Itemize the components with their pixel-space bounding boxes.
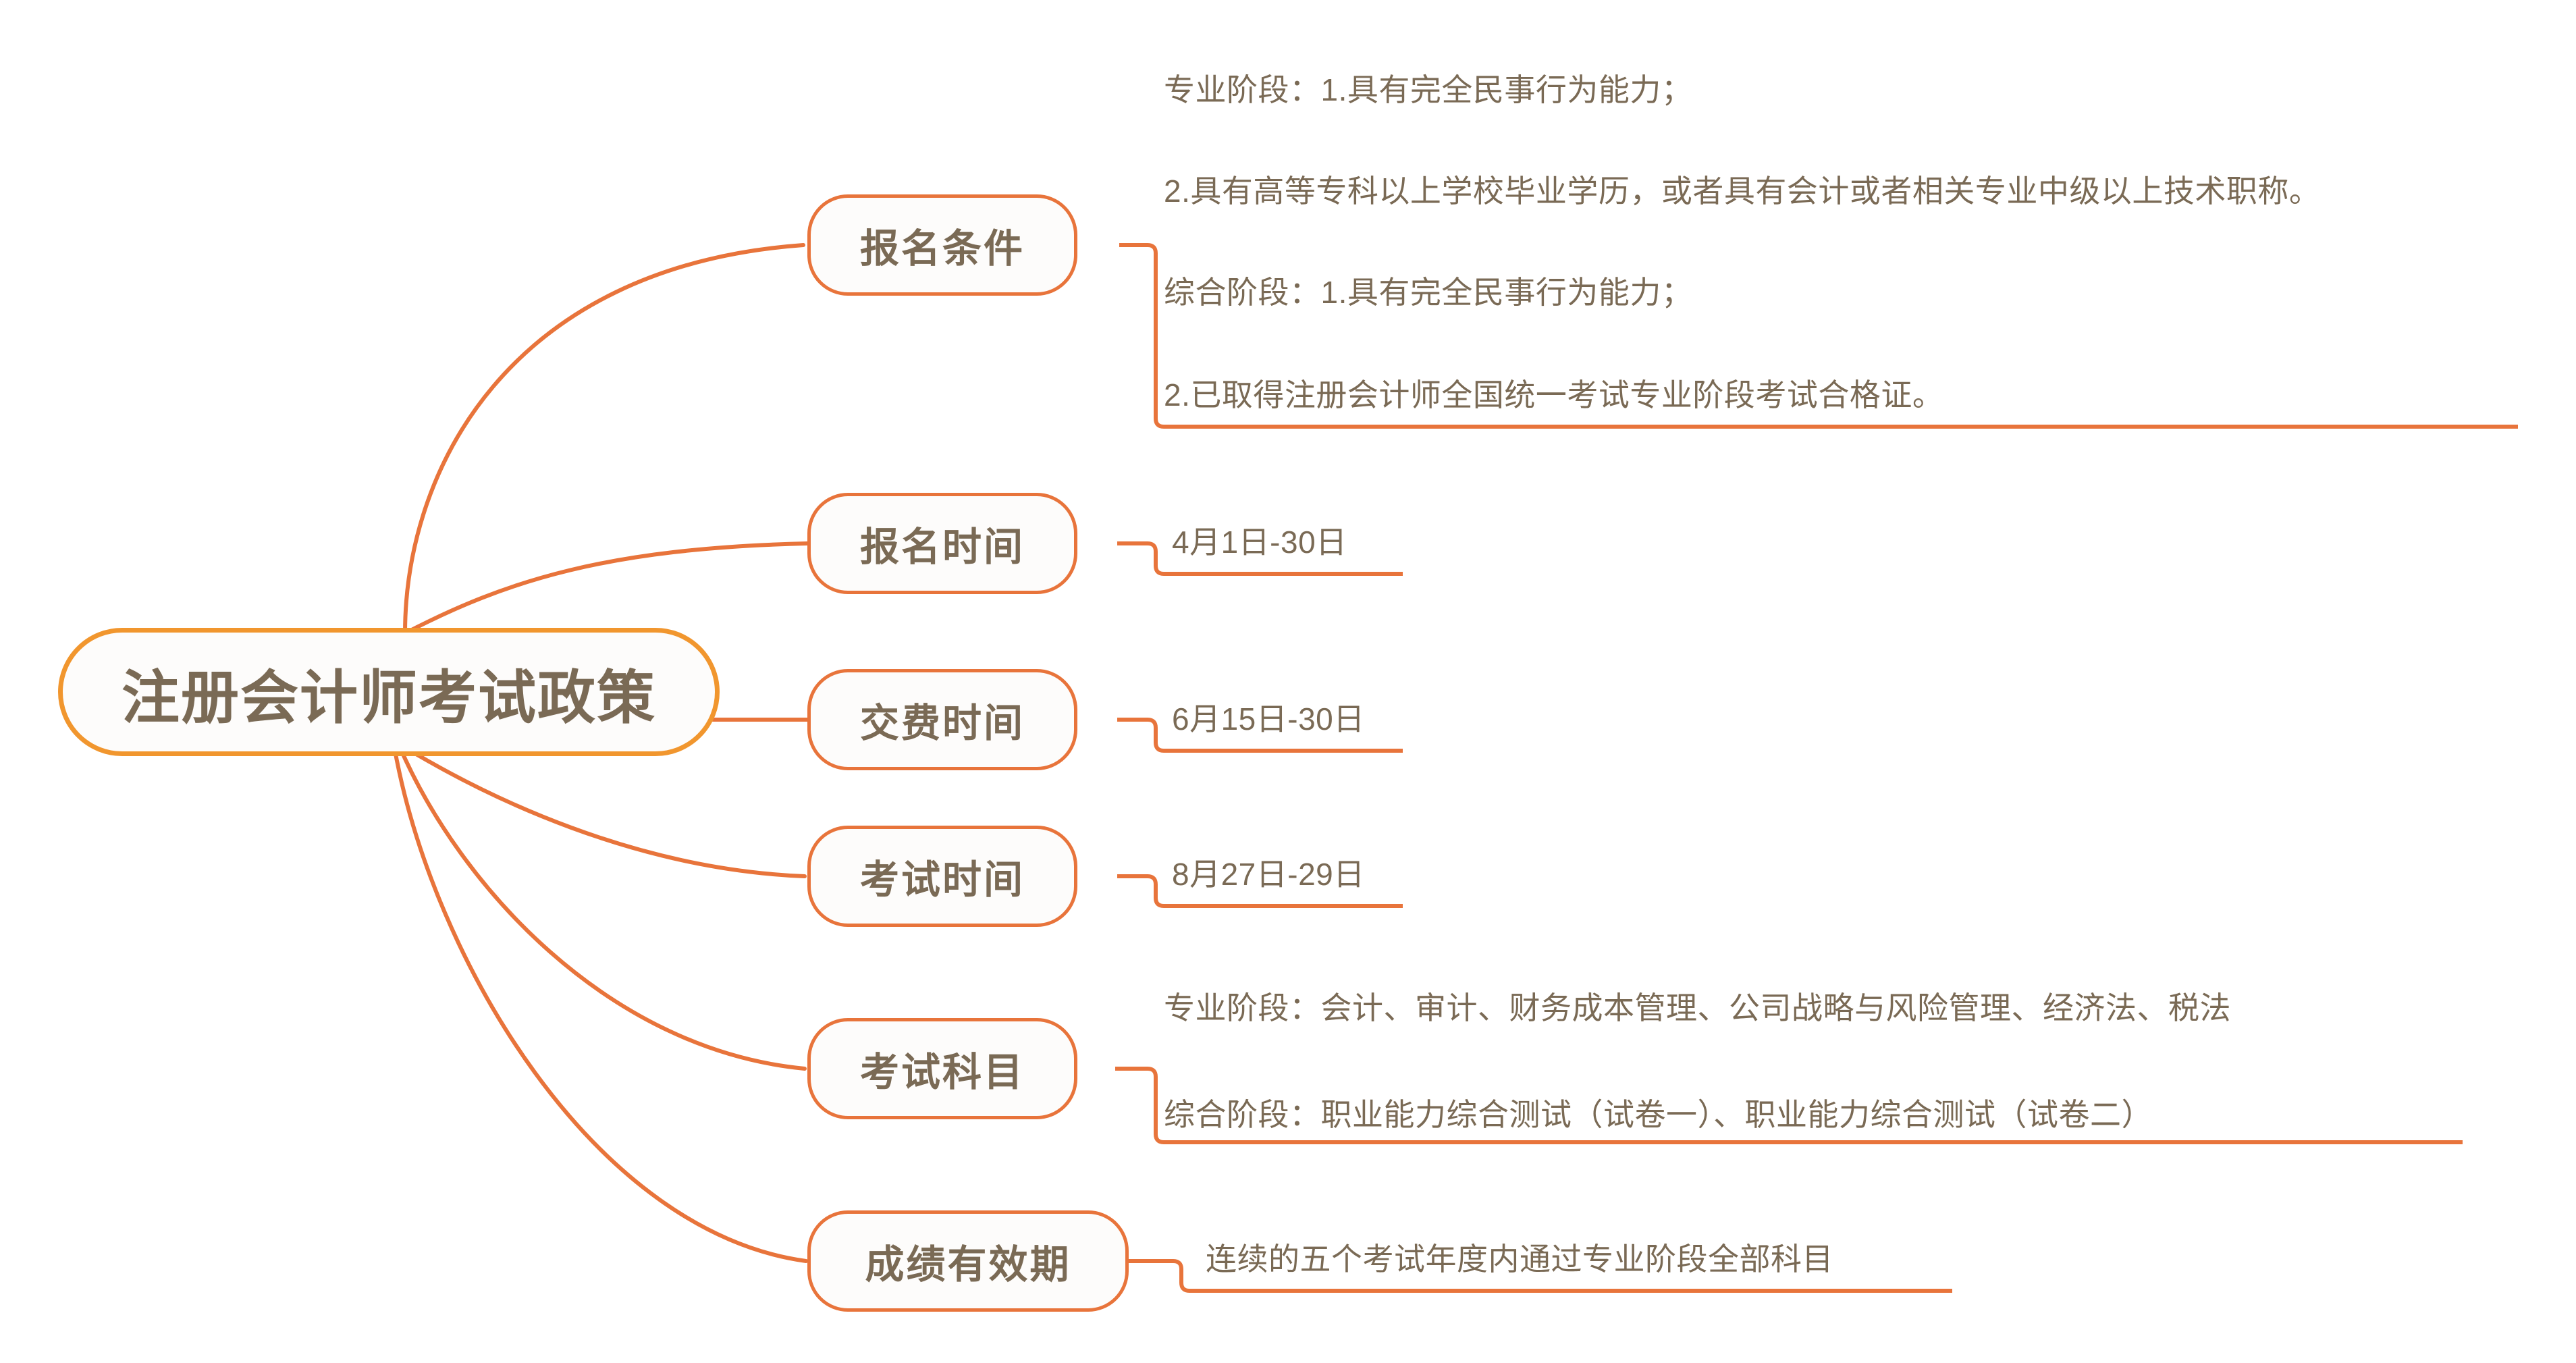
curve-to-kaoshi-shijian <box>402 745 807 878</box>
leaf-text-baoming-tiaojian-4: 2.已取得注册会计师全国统一考试专业阶段考试合格证。 <box>1164 377 1944 412</box>
branch-node-label: 报名条件 <box>859 227 1025 271</box>
branch-node-baoming-tiaojian[interactable]: 报名条件 <box>807 194 1077 296</box>
branch-node-chengji-youxiaoqi[interactable]: 成绩有效期 <box>807 1210 1129 1312</box>
leaf-text-kaoshi-kemu-2: 综合阶段：职业能力综合测试（试卷一）、职业能力综合测试（试卷二） <box>1164 1097 2153 1132</box>
branch-node-label: 交费时间 <box>859 701 1025 745</box>
elbow-kaoshi-kemu <box>1115 1067 2463 1144</box>
leaf-text-jiaofei-shijian-1: 6月15日-30日 <box>1172 701 1365 737</box>
leaf-text-chengji-youxiaoqi-1: 连续的五个考试年度内通过专业阶段全部科目 <box>1206 1241 1833 1277</box>
branch-node-label: 报名时间 <box>859 525 1025 569</box>
elbow-baoming-shijian <box>1117 541 1403 576</box>
branch-node-baoming-shijian[interactable]: 报名时间 <box>807 493 1077 594</box>
root-node-label: 注册会计师考试政策 <box>122 665 656 730</box>
branch-node-kaoshi-kemu[interactable]: 考试科目 <box>807 1018 1077 1119</box>
leaf-text-baoming-tiaojian-3: 综合阶段：1.具有完全民事行为能力； <box>1164 275 1693 310</box>
leaf-text-kaoshi-shijian-1: 8月27日-29日 <box>1172 857 1365 892</box>
elbow-chengji-youxiaoqi <box>1129 1259 1952 1293</box>
branch-node-jiaofei-shijian[interactable]: 交费时间 <box>807 669 1077 770</box>
branch-node-label: 考试时间 <box>859 858 1025 902</box>
branch-node-label: 考试科目 <box>859 1050 1025 1094</box>
elbow-baoming-tiaojian <box>1119 243 2518 429</box>
leaf-text-baoming-tiaojian-2: 2.具有高等专科以上学校毕业学历，或者具有会计或者相关专业中级以上技术职称。 <box>1164 173 2321 209</box>
curve-to-kaoshi-kemu <box>398 745 807 1071</box>
leaf-text-kaoshi-kemu-1: 专业阶段：会计、审计、财务成本管理、公司战略与风险管理、经济法、税法 <box>1164 990 2231 1025</box>
elbow-jiaofei-shijian <box>1117 718 1403 753</box>
leaf-text-baoming-shijian-1: 4月1日-30日 <box>1172 525 1347 560</box>
curve-to-baoming-shijian <box>403 541 809 635</box>
elbow-kaoshi-shijian <box>1117 874 1403 908</box>
curve-to-baoming-tiaojian <box>403 243 805 635</box>
curve-to-chengji-youxiaoqi <box>392 745 808 1263</box>
leaf-text-baoming-tiaojian-1: 专业阶段：1.具有完全民事行为能力； <box>1164 72 1693 107</box>
branch-node-kaoshi-shijian[interactable]: 考试时间 <box>807 826 1077 927</box>
root-node[interactable]: 注册会计师考试政策 <box>58 628 720 756</box>
branch-node-label: 成绩有效期 <box>865 1243 1071 1287</box>
